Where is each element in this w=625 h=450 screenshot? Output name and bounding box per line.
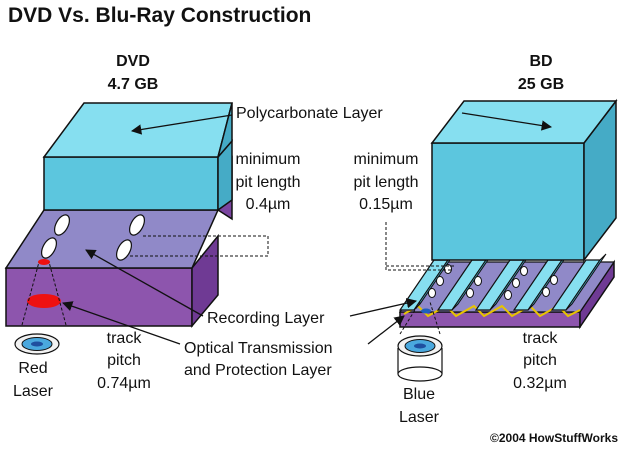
dvd-min-pit-leader [130, 235, 269, 257]
bd-min-pit-label: pit length [354, 174, 419, 191]
bd-track-pitch-value: 0.32µm [513, 375, 567, 392]
dvd-track-pitch-label: pitch [107, 352, 141, 369]
bd-laser-label: Laser [399, 409, 440, 426]
optical-arrow-bd [367, 315, 405, 345]
dvd-track-pitch-value: 0.74µm [97, 375, 151, 392]
optical-arrow-dvd [62, 301, 181, 345]
dvd-disc [4, 102, 269, 329]
dvd-min-pit-label: minimum [236, 151, 301, 168]
dvd-min-pit-value: 0.4µm [246, 196, 291, 213]
recording-arrow-dvd [85, 249, 204, 317]
diagram-title: DVD Vs. Blu-Ray Construction [8, 4, 311, 27]
dvd-laser-entry-spot [27, 294, 61, 308]
polycarbonate-arrow-bd [461, 112, 553, 131]
optical-layer-label: Optical Transmission [184, 340, 333, 357]
bd-laser-label: Blue [403, 386, 435, 403]
dvd-laser-label: Red [18, 360, 47, 377]
copyright-text: ©2004 HowStuffWorks [490, 431, 618, 445]
dvd-polycarbonate-front [43, 156, 219, 211]
polycarbonate-arrow-dvd [130, 114, 233, 135]
bd-polycarbonate-top [430, 100, 618, 144]
bd-track-pitch-label: track [523, 330, 559, 347]
red-laser-lens-icon [14, 333, 60, 355]
bd-track-ridges [398, 253, 607, 311]
dvd-laser-label: Laser [13, 383, 54, 400]
polycarbonate-layer-label: Polycarbonate Layer [236, 105, 383, 122]
dvd-pit [54, 214, 70, 236]
dvd-min-pit-label: pit length [236, 174, 301, 191]
bd-min-pit-value: 0.15µm [359, 196, 413, 213]
dvd-pit [41, 237, 57, 259]
bd-disc [385, 98, 618, 335]
bd-capacity: 25 GB [518, 76, 564, 93]
dvd-pit [129, 214, 145, 236]
bd-track-pitch-label: pitch [523, 352, 557, 369]
dvd-polycarbonate-right [217, 102, 233, 158]
dvd-laser-focus-spot [38, 259, 50, 265]
dvd-capacity: 4.7 GB [108, 76, 159, 93]
dvd-pit [116, 239, 132, 261]
optical-layer-label: and Protection Layer [184, 362, 332, 379]
bd-min-pit-leader [385, 222, 452, 271]
bd-pits [428, 264, 558, 300]
dvd-name: DVD [116, 53, 150, 70]
bd-laser-spot [421, 308, 431, 314]
blue-laser-lens-icon [397, 335, 443, 382]
dvd-protection-layer-side [191, 233, 219, 329]
bd-polycarbonate-front [431, 142, 585, 261]
recording-arrow-bd [349, 298, 418, 317]
recording-layer-label: Recording Layer [207, 310, 325, 327]
dvd-track-pitch-label: track [107, 330, 143, 347]
dvd-recording-layer [4, 209, 220, 269]
bd-min-pit-label: minimum [354, 151, 419, 168]
bd-name: BD [529, 53, 552, 70]
